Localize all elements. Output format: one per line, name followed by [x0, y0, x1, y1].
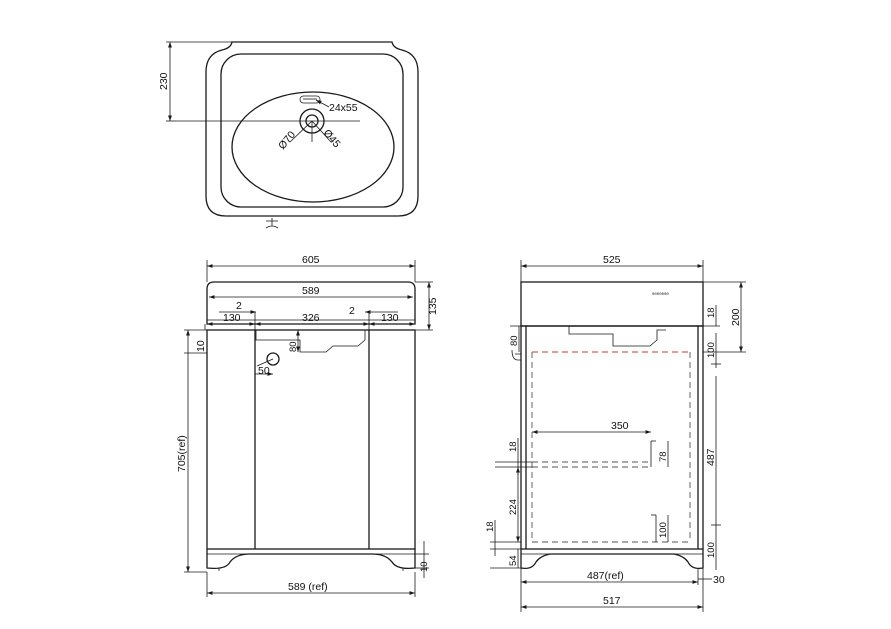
gap-right-label: 2: [349, 305, 355, 317]
top-view: 24x55 Ø70 Ø45 230: [158, 41, 419, 229]
basin-inner-rim: [220, 53, 404, 208]
foot-height-label: 10: [419, 561, 430, 572]
top-gap-label: 10: [195, 340, 207, 352]
side-bowl-underside: [568, 326, 666, 347]
side-view: 0000000 525 200 18: [485, 254, 746, 612]
waste-inner-label: Ø45: [321, 127, 343, 150]
side-left-label: 130: [223, 312, 241, 324]
overall-depth-label: 525: [603, 254, 621, 266]
shelf-slot-label: 78: [658, 451, 669, 462]
foot-inset-label: 30: [713, 574, 725, 586]
side-knob-profile: [511, 349, 521, 361]
side-tiny-mark: 0000000: [652, 293, 669, 297]
bowl-depth-label: 80: [288, 341, 299, 352]
side-cabinet-body: [520, 325, 704, 550]
bottom-rail-label: 100: [706, 542, 717, 558]
front-view: 605 589 2 2 130 326 130 135 10 705(ref): [176, 254, 439, 597]
tap-slot-label: 24x55: [329, 102, 358, 114]
knob-label: 50: [258, 365, 270, 377]
side-plinth: [520, 549, 704, 570]
shelf-height-label: 224: [508, 499, 519, 515]
leader-knob: [256, 358, 274, 367]
bowl-ellipse: [231, 91, 395, 203]
front-basin-block: [206, 281, 416, 325]
plinth-label: 54: [508, 555, 519, 566]
leader-waste-inner: [311, 120, 332, 143]
waste-drop-label: 80: [509, 335, 520, 346]
waste-outer-label: Ø70: [276, 129, 298, 152]
overall-width-label: 605: [302, 254, 320, 266]
inner-height-label: 487: [705, 448, 717, 466]
front-bowl-underside: [255, 330, 366, 353]
rail-label: 100: [706, 342, 717, 358]
front-cabinet-body: [206, 329, 416, 550]
lower-slot-label: 100: [658, 522, 669, 538]
basin-width-label: 589: [302, 285, 320, 297]
leader-slot: [315, 99, 330, 108]
overflow-slot: [299, 95, 321, 104]
centre-panel-label: 326: [302, 312, 320, 324]
top-thickness-label: 18: [706, 307, 717, 318]
side-right-label: 130: [381, 312, 399, 324]
shelf-depth-label: 350: [611, 420, 629, 432]
leader-waste-outer: [289, 120, 313, 143]
base-thickness-label: 18: [485, 521, 496, 532]
shelf-thickness-label: 18: [508, 441, 519, 452]
height-total-label: 200: [730, 308, 742, 326]
tap-symbol: [265, 218, 279, 229]
front-plinth: [206, 549, 416, 570]
front-knob: [266, 352, 280, 366]
cabinet-depth-label: 487(ref): [587, 570, 624, 582]
base-width-label: 589 (ref): [288, 581, 328, 593]
gap-left-label: 2: [236, 300, 242, 312]
basin-outline-top: [205, 41, 419, 217]
side-basin-block: [520, 281, 704, 327]
cabinet-height-label: 705(ref): [176, 435, 188, 472]
depth-label: 230: [158, 72, 170, 90]
base-depth-label: 517: [603, 595, 621, 607]
basin-height-label: 135: [427, 297, 439, 315]
